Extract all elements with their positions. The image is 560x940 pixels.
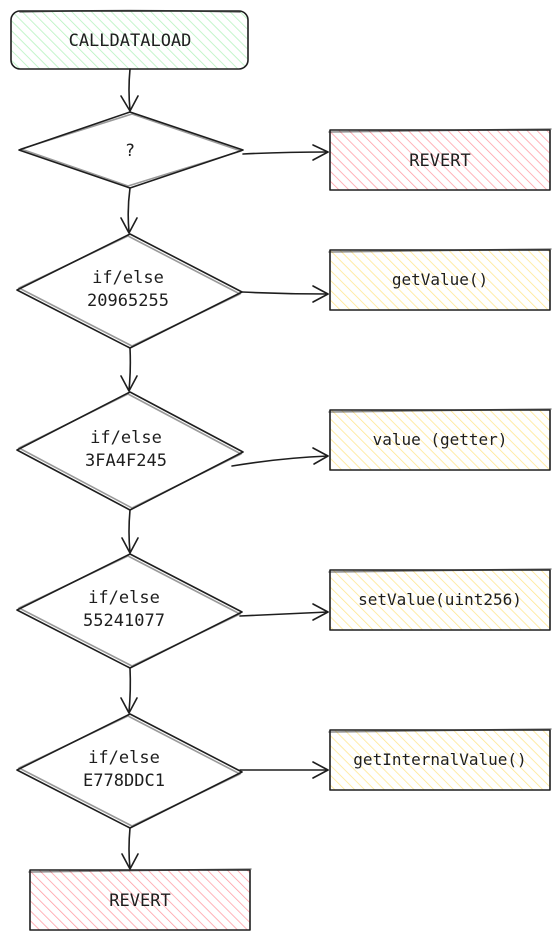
branch-1-line2: 20965255 xyxy=(87,291,169,311)
arrow-dispatch-to-branch-1 xyxy=(120,187,138,234)
arrow-branch-1-to-getvalue xyxy=(241,285,329,303)
branch-4-line1: if/else xyxy=(88,748,160,768)
dispatch-label: ? xyxy=(125,141,135,161)
branch-3-line1: if/else xyxy=(88,588,160,608)
branch-3-line2: 55241077 xyxy=(83,611,165,631)
branch-2-line2: 3FA4F245 xyxy=(85,451,167,471)
fn-setvalue-label: setValue(uint256) xyxy=(358,590,522,609)
branch-diamond-20965255: if/else 20965255 xyxy=(16,233,243,349)
arrow-branch-1-to-branch-2 xyxy=(120,347,138,392)
arrow-branch-3-to-setvalue xyxy=(239,603,329,621)
arrow-branch-4-to-revert xyxy=(121,827,139,870)
fn-getinternalvalue-label: getInternalValue() xyxy=(353,750,526,769)
branch-diamond-e778ddc1: if/else E778DDC1 xyxy=(16,713,243,829)
fn-value-getter-label: value (getter) xyxy=(373,430,508,449)
arrow-start-to-dispatch xyxy=(120,68,139,112)
fn-getvalue-node: getValue() xyxy=(328,248,552,311)
branch-1-line1: if/else xyxy=(92,268,164,288)
fn-getvalue-label: getValue() xyxy=(392,270,488,289)
fn-value-getter-node: value (getter) xyxy=(328,408,552,471)
calldataload-node: CALLDATALOAD xyxy=(10,9,249,70)
revert-bottom-node: REVERT xyxy=(28,868,252,931)
arrow-branch-2-to-branch-3 xyxy=(121,509,139,554)
fn-setvalue-node: setValue(uint256) xyxy=(328,568,552,631)
arrow-branch-3-to-branch-4 xyxy=(120,667,138,714)
revert-top-label: REVERT xyxy=(409,151,470,171)
branch-2-line1: if/else xyxy=(90,428,162,448)
calldataload-label: CALLDATALOAD xyxy=(69,31,192,51)
branch-diamond-55241077: if/else 55241077 xyxy=(16,553,243,669)
arrow-branch-4-to-getinternalvalue xyxy=(239,761,329,779)
revert-top-node: REVERT xyxy=(328,128,552,191)
branch-diamond-3fa4f245: if/else 3FA4F245 xyxy=(16,391,244,511)
branch-4-line2: E778DDC1 xyxy=(83,771,165,791)
fn-getinternalvalue-node: getInternalValue() xyxy=(328,728,552,791)
arrow-dispatch-to-revert xyxy=(242,144,329,161)
dispatch-diamond: ? xyxy=(18,111,244,189)
revert-bottom-label: REVERT xyxy=(109,891,170,911)
arrow-branch-2-to-value-getter xyxy=(231,447,329,467)
